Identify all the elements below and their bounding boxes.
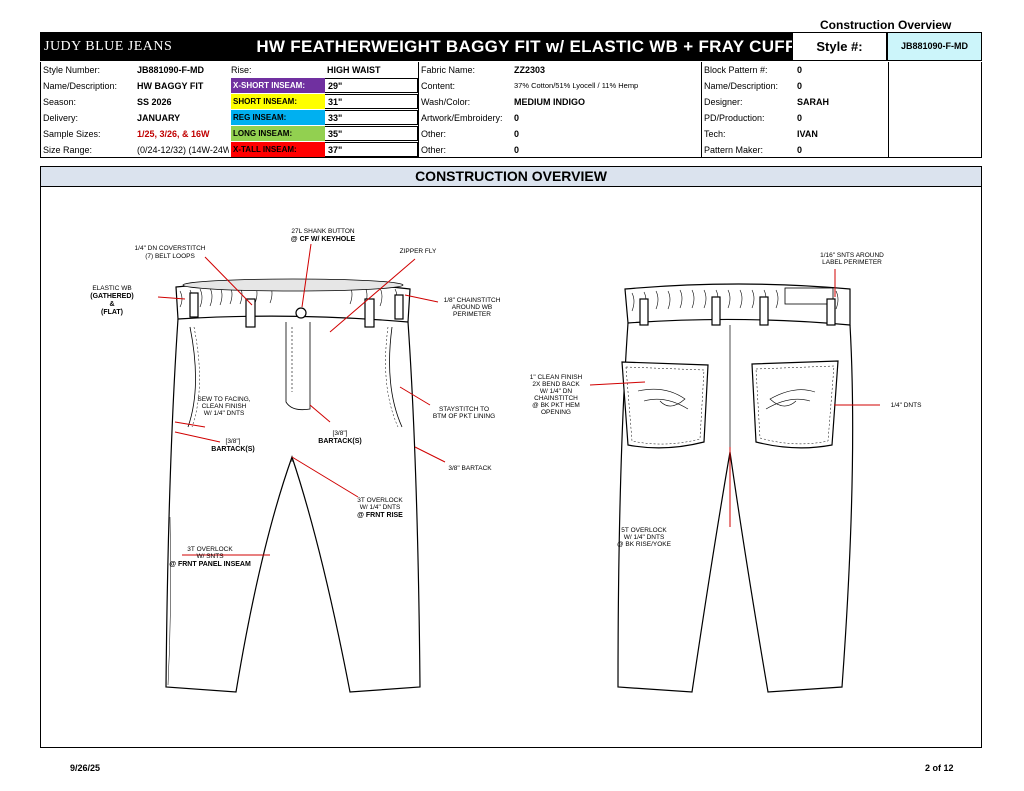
spec-info-table: Style Number: JB881090-F-MD Rise: HIGH W…: [40, 62, 982, 158]
info-label: Style Number:: [43, 65, 101, 75]
info-label: Wash/Color:: [421, 97, 471, 107]
rise-value: HIGH WAIST: [327, 65, 381, 75]
footer-date: 9/26/25: [70, 763, 101, 773]
info-label: Sample Sizes:: [43, 129, 101, 139]
info-value: 37% Cotton/51% Lyocell / 11% Hemp: [514, 81, 639, 90]
page-label: Construction Overview: [820, 18, 952, 32]
callout-labels: 27L SHANK BUTTON@ CF W/ KEYHOLE 1/4" DN …: [90, 228, 922, 568]
info-label: Pattern Maker:: [704, 145, 764, 155]
info-label: Delivery:: [43, 113, 79, 123]
info-value: MEDIUM INDIGO: [514, 97, 585, 107]
callout-lines: [157, 243, 880, 556]
front-view-flat: [165, 278, 421, 693]
info-row: Sample Sizes: 1/25, 3/26, & 16W Other: 0…: [41, 126, 983, 142]
callout-elastic-wb: ELASTIC WB(GATHERED)&(FLAT): [90, 285, 133, 316]
info-label: Block Pattern #:: [704, 65, 768, 75]
info-value: SARAH: [797, 97, 830, 107]
garment-sketch: 27L SHANK BUTTON@ CF W/ KEYHOLE 1/4" DN …: [90, 228, 922, 693]
inseam-value-long: 35": [325, 126, 418, 141]
inseam-label-short: SHORT INSEAM:: [231, 94, 325, 109]
info-row: Season: SS 2026 Wash/Color: MEDIUM INDIG…: [41, 94, 983, 110]
info-value: HW BAGGY FIT: [137, 81, 204, 91]
callout-belt-loops: 1/4" DN COVERSTITCH(7) BELT LOOPS: [135, 245, 206, 260]
info-label: Season:: [43, 97, 77, 107]
style-title: HW FEATHERWEIGHT BAGGY FIT w/ ELASTIC WB…: [220, 32, 832, 61]
callout-shank-button: 27L SHANK BUTTON@ CF W/ KEYHOLE: [291, 228, 356, 243]
info-label: PD/Production:: [704, 113, 765, 123]
info-value: (0/24-12/32) (14W-24W): [137, 145, 229, 155]
info-label: Artwork/Embroidery:: [421, 113, 503, 123]
info-value: 0: [514, 113, 520, 123]
inseam-label-xtall: X-TALL INSEAM:: [231, 142, 325, 157]
inseam-label-xshort: X-SHORT INSEAM:: [231, 78, 325, 93]
info-value: 1/25, 3/26, & 16W: [137, 129, 210, 139]
info-label: Other:: [421, 129, 447, 139]
sketch-frame: [40, 187, 982, 748]
inseam-value-reg: 33": [325, 110, 418, 125]
info-label: Content:: [421, 81, 456, 91]
spec-header: JUDY BLUE JEANS HW FEATHERWEIGHT BAGGY F…: [40, 32, 982, 61]
callout-zipper-fly: ZIPPER FLY: [400, 248, 437, 255]
info-label: Fabric Name:: [421, 65, 476, 75]
info-value: 0: [797, 113, 803, 123]
info-value: 0: [514, 145, 520, 155]
info-value: IVAN: [797, 129, 818, 139]
info-label: Name/Description:: [43, 81, 118, 91]
inseam-label-long: LONG INSEAM:: [231, 126, 325, 141]
page-number: 2 of 12: [925, 763, 954, 773]
info-value: JB881090-F-MD: [137, 65, 205, 75]
callout-bartack-left: [3/8"]BARTACK(S): [211, 438, 254, 453]
info-label: Designer:: [704, 97, 743, 107]
info-row: Name/Description: HW BAGGY FIT Content: …: [41, 78, 983, 94]
callout-dnts-right: 1/4" DNTS: [891, 402, 923, 409]
info-label: Size Range:: [43, 145, 93, 155]
info-label: Name/Description:: [704, 81, 779, 91]
back-view-flat: [617, 283, 854, 693]
inseam-label-reg: REG INSEAM:: [231, 110, 325, 125]
info-value: ZZ2303: [514, 65, 546, 75]
inseam-value-xtall: 37": [325, 142, 418, 157]
inseam-value-short: 31": [325, 94, 418, 109]
info-label: Tech:: [704, 129, 726, 139]
info-row: Size Range: (0/24-12/32) (14W-24W) Other…: [41, 142, 983, 158]
style-number-value: JB881090-F-MD: [887, 32, 982, 61]
brand-name: JUDY BLUE JEANS: [40, 32, 220, 61]
info-row: Style Number: JB881090-F-MD Rise: HIGH W…: [41, 62, 983, 78]
info-value: 0: [797, 81, 803, 91]
style-number-label: Style #:: [792, 32, 887, 61]
rise-label: Rise:: [231, 65, 252, 75]
callout-bartack-right: 3/8" BARTACK: [448, 465, 492, 472]
info-value: SS 2026: [137, 97, 172, 107]
info-value: 0: [797, 145, 803, 155]
info-label: Other:: [421, 145, 447, 155]
info-value: 0: [797, 65, 803, 75]
info-value: JANUARY: [137, 113, 181, 123]
callout-bartack-center: [3/8"]BARTACK(S): [318, 430, 361, 445]
info-value: 0: [514, 129, 520, 139]
info-row: Delivery: JANUARY Artwork/Embroidery: 0 …: [41, 110, 983, 126]
inseam-value-xshort: 29": [325, 78, 418, 93]
section-title: CONSTRUCTION OVERVIEW: [40, 166, 982, 187]
